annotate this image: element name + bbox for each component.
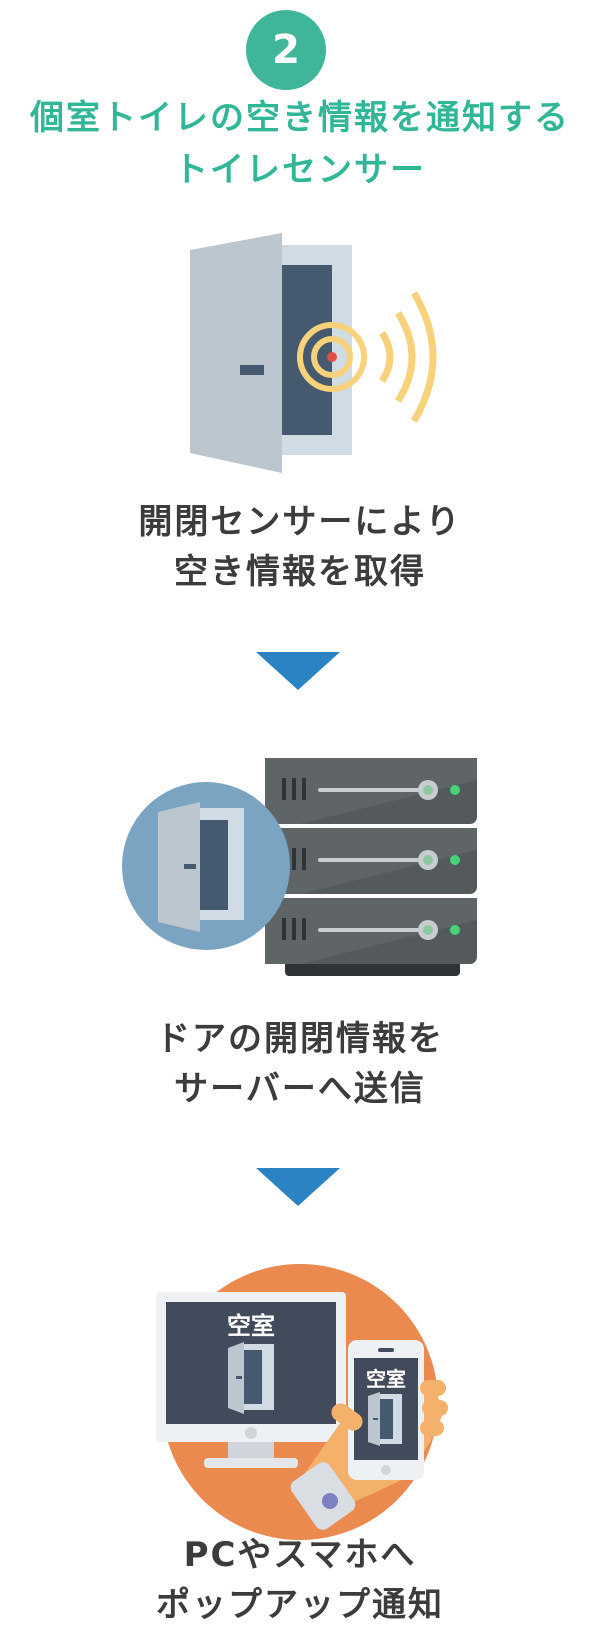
step-2-caption: ドアの開閉情報を サーバーへ送信: [0, 1014, 600, 1114]
step-number-badge: 2: [246, 10, 326, 90]
title-line-1: 個室トイレの空き情報を通知する: [30, 98, 570, 138]
title-line-2: トイレセンサー: [174, 150, 426, 190]
door-panel: [190, 233, 282, 473]
down-arrow-icon: [256, 652, 340, 690]
door-handle: [240, 365, 264, 375]
step-1-caption: 開閉センサーにより 空き情報を取得: [0, 497, 600, 597]
server-unit: [265, 898, 477, 964]
door-opening: [282, 265, 332, 435]
step-2-caption-line-1: ドアの開閉情報を: [156, 1019, 444, 1059]
server-illustration: [122, 758, 477, 976]
server-unit: [265, 758, 477, 824]
notification-illustration: 空室 空室: [156, 1264, 448, 1540]
step-2-caption-line-2: サーバーへ送信: [174, 1069, 426, 1109]
step-1-caption-line-2: 空き情報を取得: [174, 552, 426, 592]
finger-icon: [331, 1380, 448, 1436]
server-unit: [265, 828, 477, 894]
down-arrow-icon: [256, 1168, 340, 1206]
door-circle-icon: [122, 782, 290, 950]
smartphone-icon: 空室: [348, 1340, 424, 1480]
signal-wave-icon: [297, 291, 437, 423]
step-3-caption-line-1: PCやスマホへ: [183, 1535, 417, 1575]
server-rack: [265, 758, 477, 976]
step-3-caption: PCやスマホへ ポップアップ通知: [0, 1530, 600, 1630]
door-sensor-illustration: [190, 233, 437, 473]
smartwatch-icon: [290, 1462, 356, 1530]
phone-screen-label: 空室: [366, 1367, 406, 1391]
pc-screen-label: 空室: [227, 1312, 275, 1340]
step-3-caption-line-2: ポップアップ通知: [156, 1585, 444, 1625]
step-1-caption-line-1: 開閉センサーにより: [138, 502, 462, 542]
page-title: 個室トイレの空き情報を通知する トイレセンサー: [0, 92, 600, 196]
pc-monitor-icon: 空室: [156, 1292, 346, 1468]
